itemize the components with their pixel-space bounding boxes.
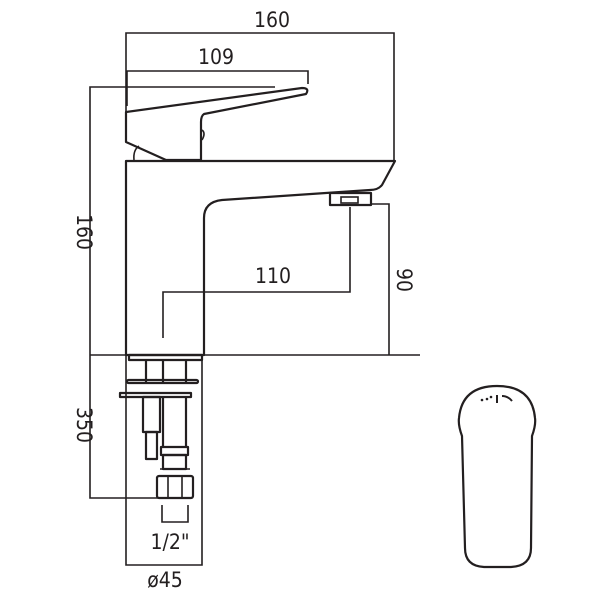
dim-label-lever-length: 109 [198, 45, 234, 69]
dimension-overall-length: 160 [125, 8, 395, 160]
dim-label-connection-size: 1/2" [150, 530, 189, 554]
dimension-tail-length: 350 [72, 355, 160, 499]
washer [125, 378, 200, 385]
aerator [328, 191, 373, 207]
dim-label-spout-height: 90 [392, 268, 416, 292]
hex-nut [155, 474, 195, 500]
dimension-connection-size: 1/2" [150, 505, 190, 554]
dimension-lever-length: 109 [126, 45, 309, 106]
dim-label-base-diameter: ø45 [147, 568, 183, 592]
lever-front-view [457, 384, 537, 569]
threaded-stud [141, 395, 162, 434]
dim-label-tail-length: 350 [72, 407, 96, 443]
dim-label-spout-reach: 110 [255, 264, 291, 288]
tap-body [124, 159, 397, 362]
dim-label-overall-height: 160 [72, 214, 96, 250]
hot-cold-indicator-icon [480, 395, 513, 403]
base-flange [127, 353, 204, 362]
dimension-spout-reach: 110 [162, 207, 351, 338]
dim-label-overall-length: 160 [254, 8, 290, 32]
dimension-overall-height: 160 [72, 86, 275, 355]
tap-lever [124, 86, 309, 162]
dimension-base-diameter: ø45 [125, 355, 203, 592]
fixing-kit [118, 360, 200, 500]
